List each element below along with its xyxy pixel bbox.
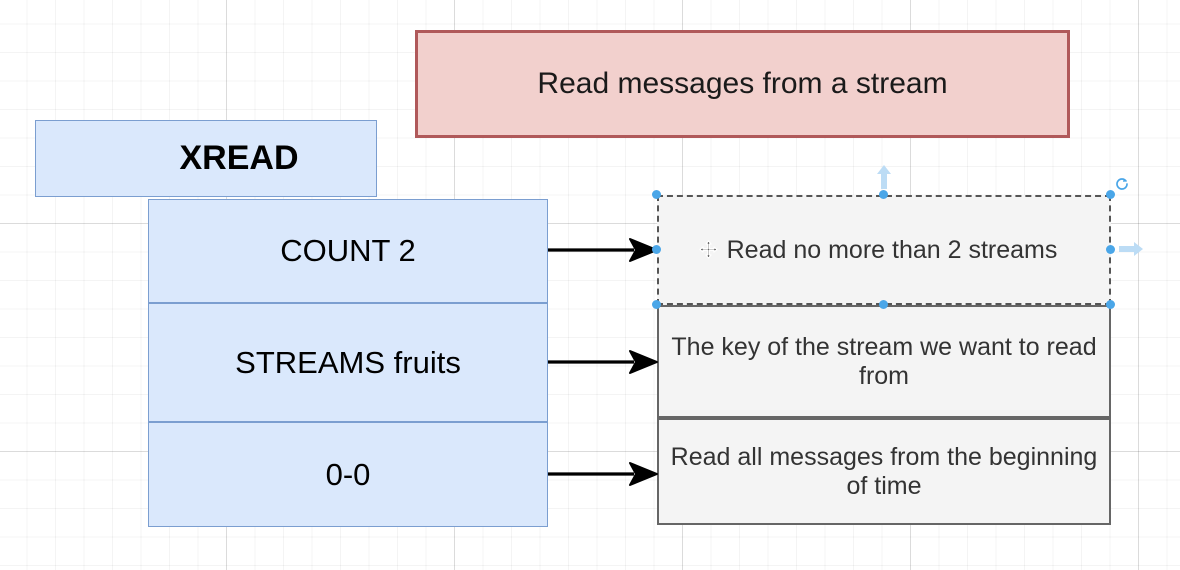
command-title-label: XREAD [179,138,299,177]
description-box-streams-label: The key of the stream we want to read fr… [671,332,1097,390]
rotate-icon[interactable] [1114,176,1130,192]
summary-box-label: Read messages from a stream [537,66,948,100]
param-box-count[interactable]: COUNT 2 [148,199,548,303]
resize-handle-bottom-center[interactable] [879,300,888,309]
move-cursor-icon [699,240,718,259]
description-box-streams[interactable]: The key of the stream we want to read fr… [657,305,1111,418]
edge-id-arrow[interactable] [548,456,660,492]
param-box-count-label: COUNT 2 [280,233,416,269]
summary-box[interactable]: Read messages from a stream [415,30,1070,138]
direction-arrow-right[interactable] [1118,241,1144,257]
resize-handle-bottom-left[interactable] [652,300,661,309]
resize-handle-middle-left[interactable] [652,245,661,254]
description-box-count[interactable]: Read no more than 2 streams [657,195,1111,305]
param-box-streams-label: STREAMS fruits [235,344,461,380]
description-box-id-label: Read all messages from the beginning of … [670,442,1098,500]
direction-arrow-up[interactable] [876,164,892,190]
resize-handle-top-center[interactable] [879,190,888,199]
description-box-id[interactable]: Read all messages from the beginning of … [657,418,1111,525]
resize-handle-top-left[interactable] [652,190,661,199]
edge-streams-arrow[interactable] [548,344,660,380]
edge-count-arrow[interactable] [548,232,660,268]
resize-handle-top-right[interactable] [1106,190,1115,199]
param-box-streams[interactable]: STREAMS fruits [148,303,548,422]
resize-handle-middle-right[interactable] [1106,245,1115,254]
command-title-box[interactable]: XREAD [35,120,377,197]
description-box-count-label: Read no more than 2 streams [726,235,1058,264]
resize-handle-bottom-right[interactable] [1106,300,1115,309]
param-box-id[interactable]: 0-0 [148,422,548,527]
param-box-id-label: 0-0 [325,456,371,492]
